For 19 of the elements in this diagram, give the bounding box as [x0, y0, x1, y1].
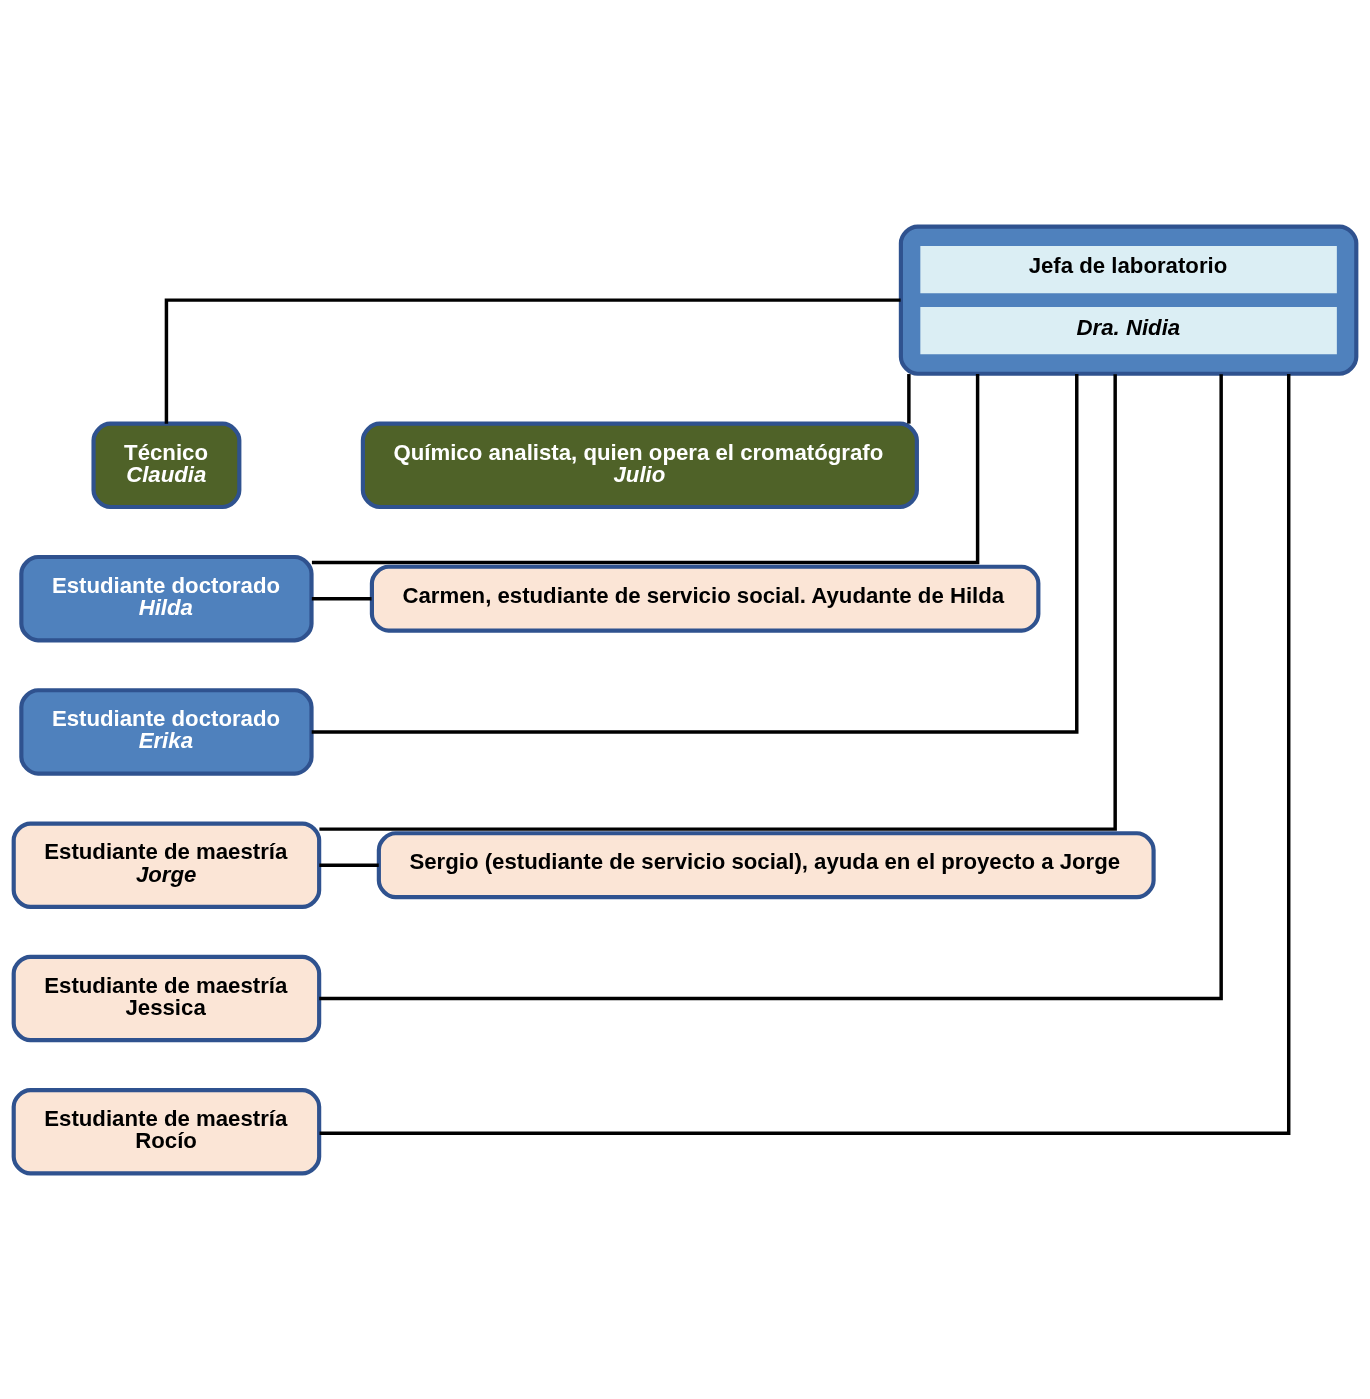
node-box: Técnico Claudia	[91, 421, 242, 509]
connector	[319, 373, 1117, 831]
node-box: Químico analista, quien opera el cromatógrafo Julio	[360, 421, 919, 509]
connector	[319, 373, 1223, 1000]
connector	[319, 863, 379, 867]
node-box: Estudiante de maestría Rocío	[11, 1087, 322, 1176]
node-box: Sergio (estudiante de servicio social), ayuda en el proyecto a Jorge	[376, 830, 1156, 899]
connector	[311, 373, 1079, 734]
node-box: Carmen, estudiante de servicio social. Ayudante de Hilda	[369, 564, 1041, 633]
connector	[319, 373, 1291, 1135]
connector	[311, 373, 980, 564]
node-box: Estudiante de maestría Jessica	[11, 954, 322, 1042]
node-box: Estudiante doctorado Hilda	[19, 554, 314, 642]
connector	[164, 297, 901, 424]
node-box: Jefa de laboratorio Dra. Nidia	[898, 223, 1359, 376]
node-box: Estudiante doctorado Erika	[19, 687, 314, 776]
connector	[907, 373, 911, 424]
node-box: Estudiante de maestría Jorge	[11, 821, 322, 909]
connector	[311, 596, 372, 600]
